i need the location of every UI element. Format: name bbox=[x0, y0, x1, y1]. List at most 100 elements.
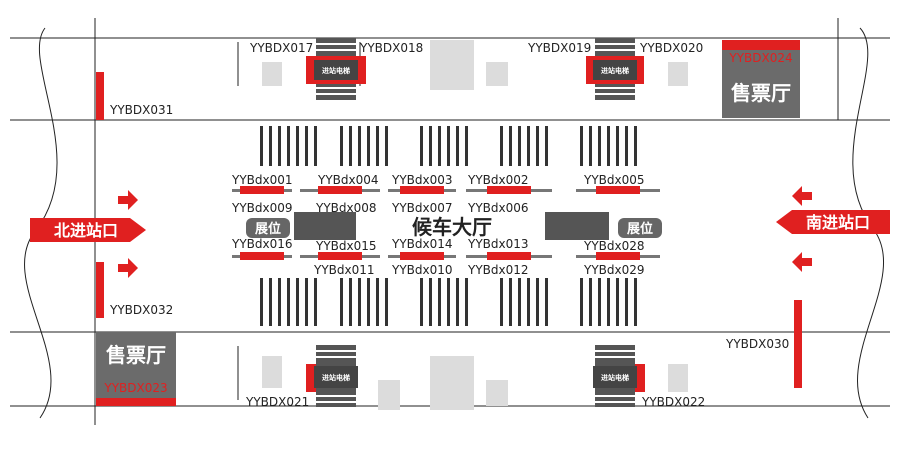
label-d004: YYBdx004 bbox=[317, 173, 379, 187]
seat-row bbox=[500, 126, 503, 166]
label-d029: YYBdx029 bbox=[583, 263, 645, 277]
seat-row bbox=[438, 126, 441, 166]
seat-row bbox=[518, 126, 521, 166]
ad-board-x031 bbox=[96, 72, 104, 120]
label-d028: YYBdx028 bbox=[583, 239, 645, 253]
waiting-hall-label: 候车大厅 bbox=[412, 215, 492, 239]
seat-row bbox=[260, 126, 263, 166]
label-x019: YYBDX019 bbox=[527, 41, 591, 55]
booth-left: 展位 bbox=[246, 218, 290, 238]
seat-row bbox=[500, 278, 503, 326]
ad-board-x032 bbox=[96, 262, 104, 318]
seat-row bbox=[340, 278, 343, 326]
seat-row bbox=[367, 278, 370, 326]
label-x020: YYBDX020 bbox=[639, 41, 703, 55]
post-ad bbox=[487, 252, 531, 260]
booth-label: 展位 bbox=[255, 221, 281, 237]
booth-label: 展位 bbox=[627, 221, 653, 237]
seat-row bbox=[287, 278, 290, 326]
seat-row bbox=[518, 278, 521, 326]
seat-row bbox=[456, 278, 459, 326]
seat-row bbox=[580, 278, 583, 326]
seat-row bbox=[447, 278, 450, 326]
label-x017: YYBDX017 bbox=[249, 41, 313, 55]
seat-row bbox=[305, 278, 308, 326]
seat-row bbox=[376, 278, 379, 326]
seat-row bbox=[536, 126, 539, 166]
seat-row bbox=[465, 278, 468, 326]
seat-row bbox=[349, 126, 352, 166]
label-d014: YYBdx014 bbox=[391, 237, 453, 251]
seat-row bbox=[305, 126, 308, 166]
arrow-left-icon bbox=[792, 186, 812, 206]
ad-posts bbox=[232, 186, 660, 260]
elevator-bottom-right: 进站电梯 bbox=[593, 345, 645, 407]
seat-row bbox=[349, 278, 352, 326]
label-d015: YYBdx015 bbox=[315, 239, 377, 253]
seat-row bbox=[269, 126, 272, 166]
seat-row bbox=[296, 126, 299, 166]
seat-row bbox=[420, 126, 423, 166]
seat-row bbox=[607, 278, 610, 326]
ticket-hall-top: YYBDX024 售票厅 bbox=[722, 40, 800, 118]
booth-left-block bbox=[294, 212, 356, 240]
seat-row bbox=[607, 126, 610, 166]
elevator-label: 进站电梯 bbox=[322, 373, 350, 382]
arrow-right-icon bbox=[118, 258, 138, 278]
ticket-hall-label: 售票厅 bbox=[106, 343, 166, 367]
seat-row bbox=[589, 126, 592, 166]
seat-row bbox=[598, 126, 601, 166]
seat-row bbox=[447, 126, 450, 166]
booth-right-block bbox=[545, 212, 609, 240]
seat-row bbox=[625, 278, 628, 326]
post-ad bbox=[318, 252, 362, 260]
seat-row bbox=[367, 126, 370, 166]
south-entrance: 南进站口 bbox=[776, 210, 890, 234]
arrow-left-icon bbox=[792, 252, 812, 272]
post-ad bbox=[400, 186, 444, 194]
elevator-top-left: 进站电梯 bbox=[306, 38, 366, 100]
elevator-top-right: 进站电梯 bbox=[586, 38, 644, 100]
post-ad bbox=[596, 252, 640, 260]
north-entrance: 北进站口 bbox=[30, 218, 146, 242]
label-d010: YYBdx010 bbox=[391, 263, 453, 277]
ticket-hall-bottom: 售票厅 YYBDX023 bbox=[96, 332, 176, 406]
seat-row bbox=[385, 126, 388, 166]
elevator-label: 进站电梯 bbox=[322, 66, 350, 75]
label-d016: YYBdx016 bbox=[231, 237, 293, 251]
seat-row bbox=[420, 278, 423, 326]
seat-row bbox=[545, 126, 548, 166]
label-d007: YYBdx007 bbox=[391, 201, 453, 215]
seat-row bbox=[340, 126, 343, 166]
seat-rows bbox=[260, 126, 637, 326]
seat-row bbox=[589, 278, 592, 326]
seat-row bbox=[465, 126, 468, 166]
label-x018: YYBDX018 bbox=[359, 41, 423, 55]
seat-row bbox=[509, 126, 512, 166]
seat-row bbox=[287, 126, 290, 166]
label-x021: YYBDX021 bbox=[245, 395, 309, 409]
seat-row bbox=[625, 126, 628, 166]
elevator-label: 进站电梯 bbox=[601, 373, 629, 382]
label-d003: YYBdx003 bbox=[391, 173, 453, 187]
post-ad bbox=[596, 186, 640, 194]
label-x023: YYBDX023 bbox=[103, 381, 167, 395]
label-d011: YYBdx011 bbox=[313, 263, 375, 277]
direction-arrows bbox=[118, 186, 812, 278]
north-entrance-label: 北进站口 bbox=[54, 221, 118, 240]
label-x030: YYBDX030 bbox=[725, 337, 789, 351]
seat-row bbox=[358, 126, 361, 166]
label-d012: YYBdx012 bbox=[467, 263, 529, 277]
seat-row bbox=[314, 126, 317, 166]
elevator-label: 进站电梯 bbox=[601, 66, 629, 75]
seat-row bbox=[429, 278, 432, 326]
seat-row bbox=[296, 278, 299, 326]
seat-row bbox=[376, 126, 379, 166]
seat-row bbox=[260, 278, 263, 326]
seat-row bbox=[536, 278, 539, 326]
post-ad bbox=[240, 186, 284, 194]
south-entrance-label: 南进站口 bbox=[806, 213, 870, 232]
seat-row bbox=[385, 278, 388, 326]
elevator-bottom-left: 进站电梯 bbox=[306, 345, 358, 407]
